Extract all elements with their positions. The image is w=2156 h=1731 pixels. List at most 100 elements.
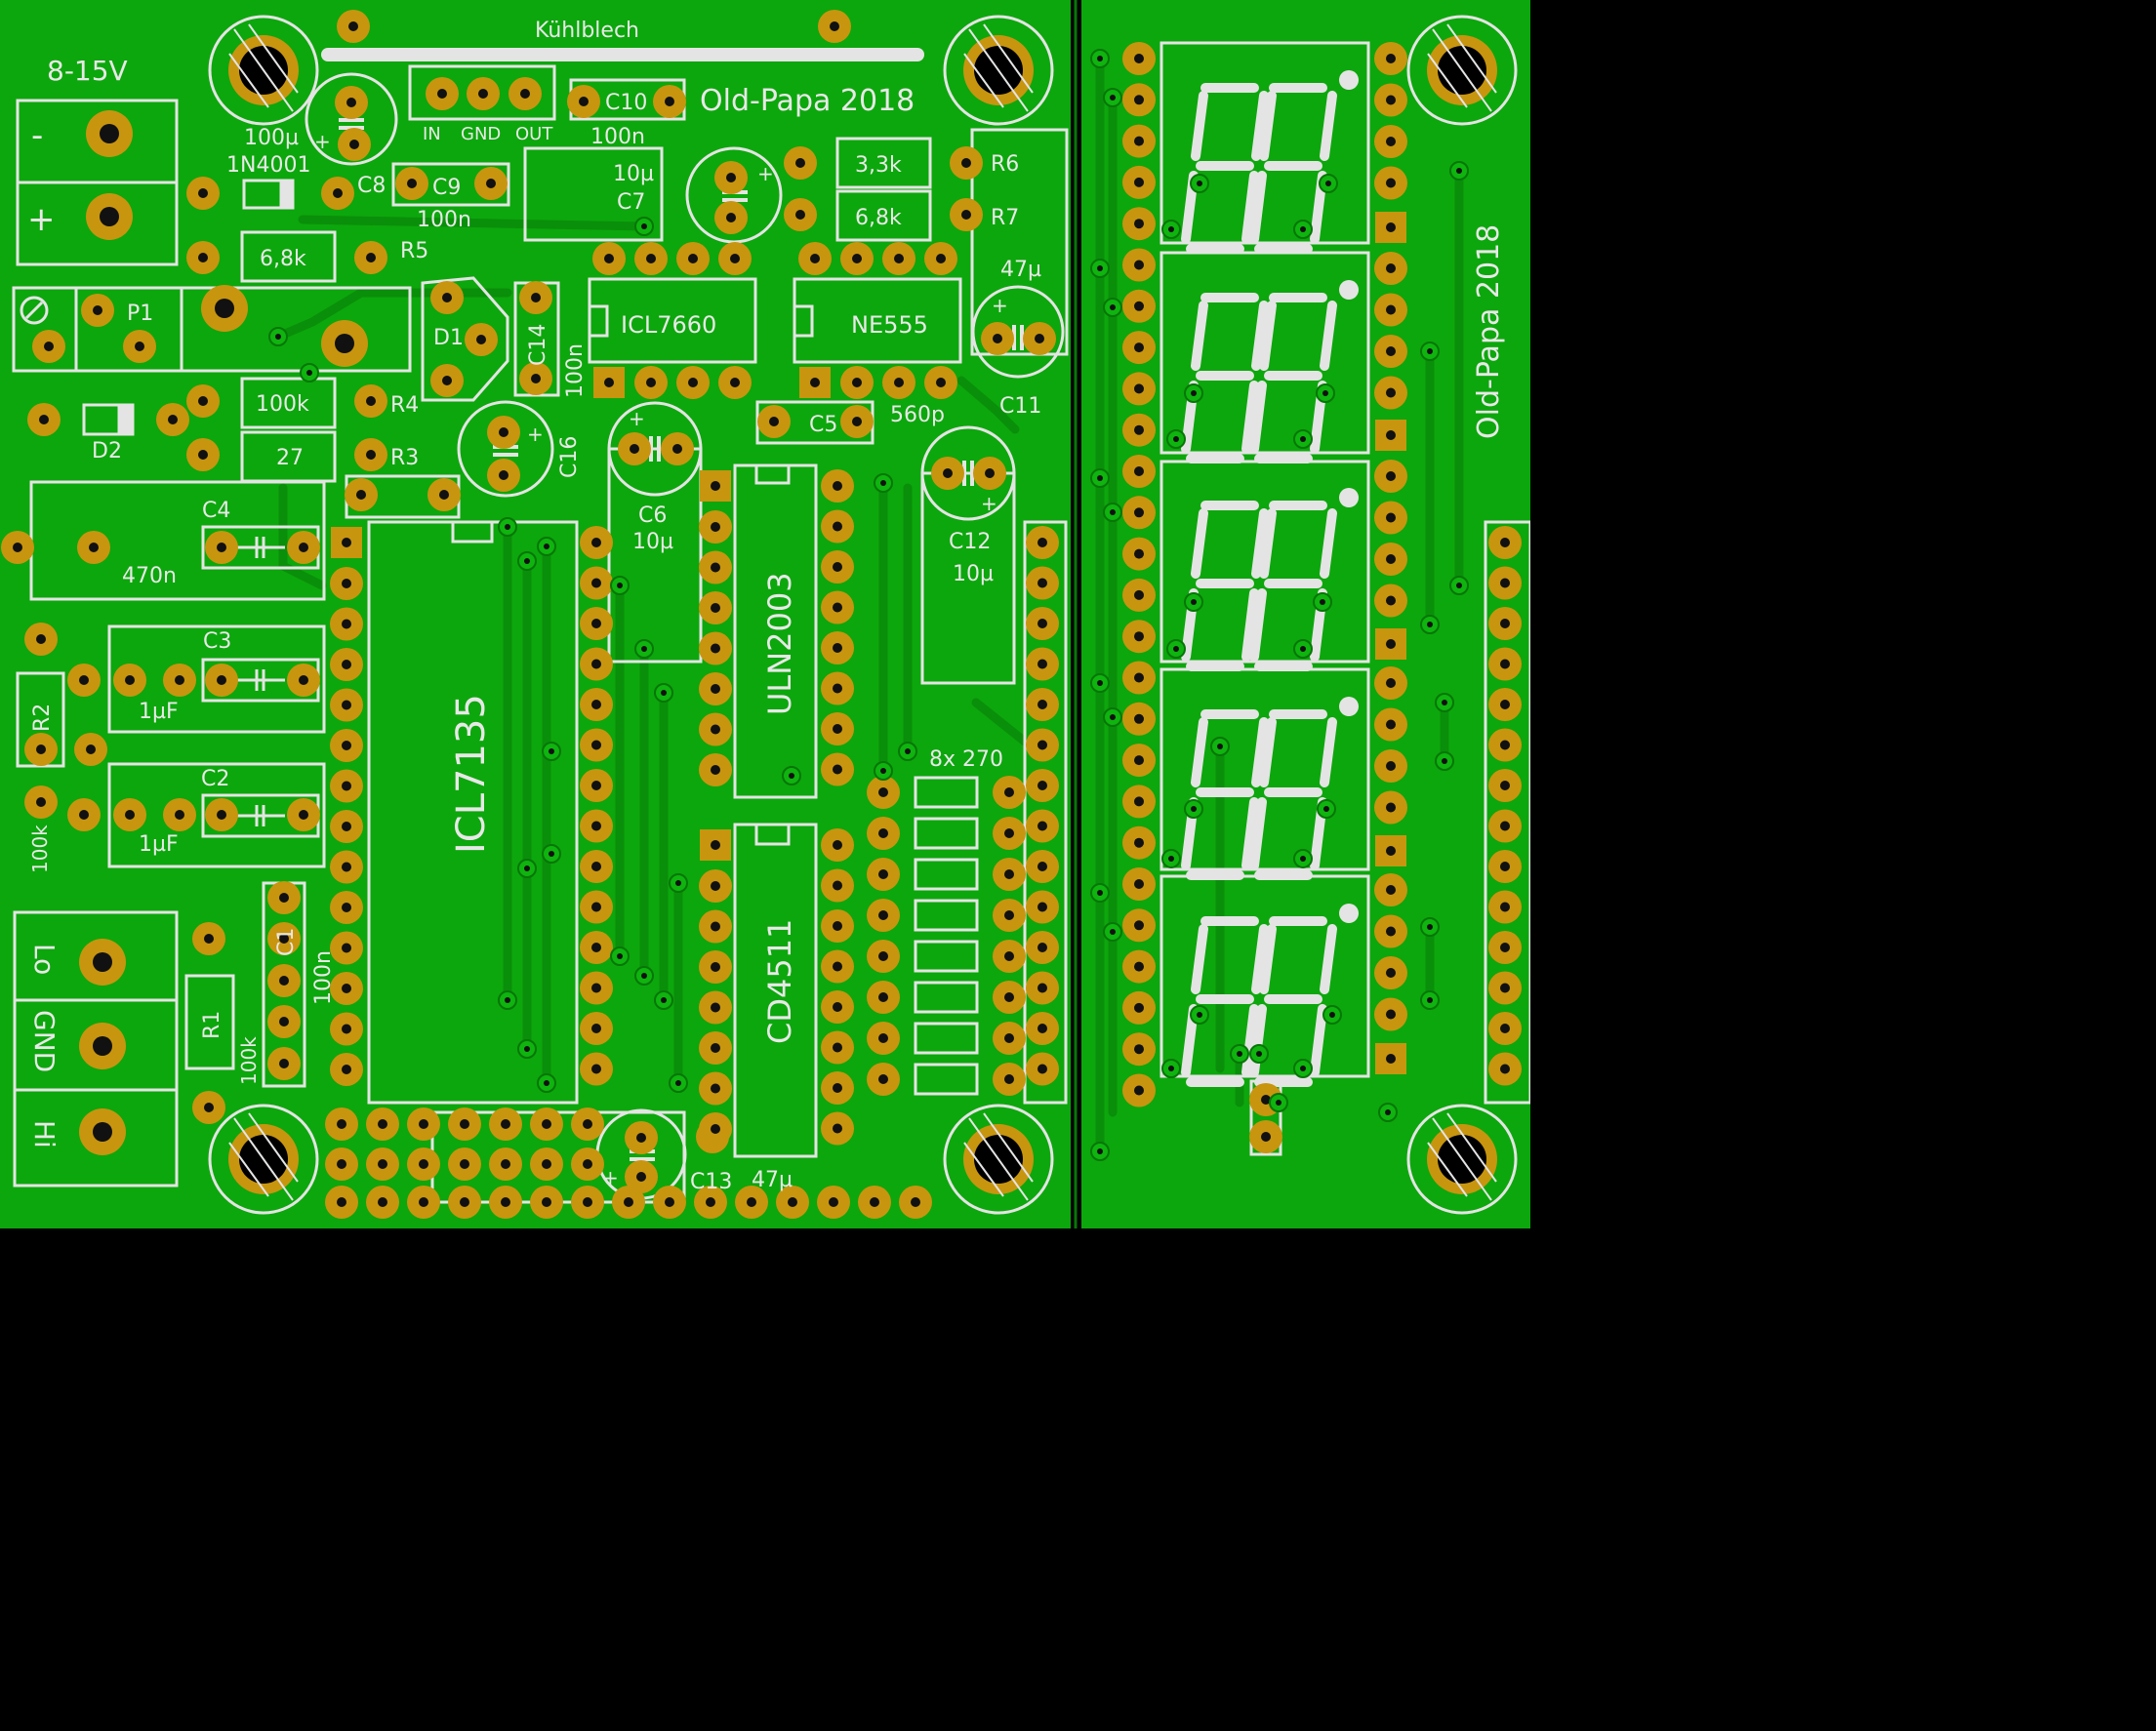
ic-pin <box>571 1107 604 1141</box>
pin1-pad <box>799 367 831 398</box>
ic-pin <box>330 607 363 641</box>
c2-value: 1µF <box>139 832 179 857</box>
ic-pin <box>1122 908 1156 943</box>
ic-pin <box>1374 584 1407 618</box>
via <box>654 990 673 1010</box>
ic-pin <box>1026 850 1059 883</box>
via <box>498 517 517 537</box>
via <box>1449 576 1469 595</box>
ic-pin <box>676 366 710 399</box>
solder-pad <box>714 161 748 194</box>
via <box>1435 693 1454 712</box>
ic-pin <box>407 1107 440 1141</box>
ic-pin <box>1026 647 1059 681</box>
plus-mark: + <box>314 130 331 153</box>
ic-pin <box>993 981 1026 1014</box>
ic-pin <box>612 1186 645 1219</box>
icl7660-label: ICL7660 <box>621 311 716 339</box>
ic-pin <box>1374 997 1407 1031</box>
ic-pin <box>1374 790 1407 825</box>
r1-value: 100k <box>237 1036 261 1085</box>
solder-pad <box>113 664 146 697</box>
ic-pin <box>1026 809 1059 843</box>
via <box>517 551 537 571</box>
via <box>669 873 688 893</box>
solder-pad <box>818 10 851 43</box>
solder-pad <box>757 405 791 438</box>
c7-label: C7 <box>617 190 645 215</box>
ic-pin <box>817 1186 850 1219</box>
terminal-hi-label: Hi <box>28 1120 61 1148</box>
solder-pad <box>519 281 552 314</box>
solder-pad <box>267 881 301 914</box>
via <box>1269 1093 1288 1112</box>
solder-pad <box>337 10 370 43</box>
ic-pin <box>699 1031 732 1065</box>
ic-pin <box>1122 578 1156 612</box>
solder-pad <box>267 964 301 997</box>
reg-in-label: IN <box>423 124 441 144</box>
ic-pin <box>1026 931 1059 964</box>
ic-pin <box>634 366 668 399</box>
ic-pin <box>530 1147 563 1181</box>
via <box>517 859 537 878</box>
via <box>1420 615 1440 634</box>
c9-label: C9 <box>432 176 461 200</box>
ic-pin <box>699 631 732 665</box>
via <box>1103 707 1122 727</box>
c8-value: 100µ <box>244 126 299 150</box>
ic-pin <box>1374 125 1407 158</box>
ic-pin <box>1122 1032 1156 1067</box>
terminal-pad <box>86 110 133 157</box>
ic-pin <box>1122 124 1156 158</box>
ic-pin <box>580 850 613 883</box>
solder-pad <box>67 798 101 831</box>
via <box>1449 161 1469 181</box>
via <box>1090 1142 1110 1161</box>
ic-pin <box>1488 809 1522 843</box>
ic-pin <box>699 712 732 746</box>
ic-pin <box>1374 543 1407 576</box>
ic-pin <box>1122 165 1156 199</box>
plus-mark: + <box>992 294 1008 317</box>
r2-value: 100k <box>28 825 52 873</box>
ic-pin <box>580 688 613 721</box>
ic-pin <box>653 1186 686 1219</box>
reg-gnd-label: GND <box>461 124 501 144</box>
via <box>537 537 556 556</box>
ic-pin <box>330 1012 363 1046</box>
via <box>1090 49 1110 68</box>
c9-value: 100n <box>417 208 471 232</box>
ic-pin <box>1026 769 1059 802</box>
ic-pin <box>1374 376 1407 410</box>
ic-pin <box>993 776 1026 809</box>
ic-pin <box>1488 688 1522 721</box>
ic-pin <box>1122 207 1156 241</box>
ic-pin <box>1488 566 1522 600</box>
r5-value: 6,8k <box>260 247 306 271</box>
ic-pin <box>1026 1052 1059 1086</box>
via <box>517 1039 537 1059</box>
ic-pin <box>580 890 613 924</box>
terminal-pad <box>79 1108 126 1155</box>
solder-pad <box>192 1091 225 1124</box>
via <box>1249 1044 1269 1064</box>
via <box>1103 503 1122 522</box>
ic-pin <box>1026 1012 1059 1045</box>
ic-pin <box>840 242 874 275</box>
via <box>1103 922 1122 942</box>
solder-pad <box>163 798 196 831</box>
ic-pin <box>1374 166 1407 200</box>
ic-pin <box>1122 289 1156 323</box>
d-1n4001-label: 1N4001 <box>226 153 310 178</box>
silkscreen-text: Kühlblech 8-15V - + Old-Papa 2018 IN GND… <box>27 19 1506 1194</box>
ic-pin <box>330 891 363 924</box>
solder-pad <box>395 167 428 200</box>
ic-pin <box>1488 1052 1522 1086</box>
ic-pin <box>993 899 1026 932</box>
ic-pin <box>1488 526 1522 559</box>
solder-pad <box>205 664 238 697</box>
ic-pin <box>1374 914 1407 948</box>
ic-pin <box>1488 890 1522 924</box>
heatsink-label: Kühlblech <box>535 19 639 43</box>
